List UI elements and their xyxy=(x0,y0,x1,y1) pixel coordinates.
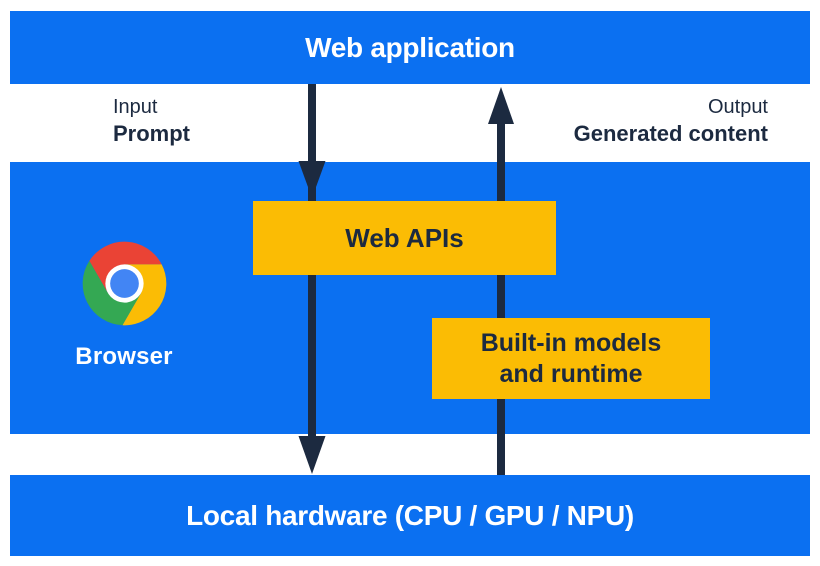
web-apis-label: Web APIs xyxy=(345,222,464,253)
browser-label: Browser xyxy=(75,343,173,370)
output-generated-label-group: Output Generated content xyxy=(574,95,768,147)
up-arrowhead xyxy=(488,87,514,124)
web-application-label: Web application xyxy=(305,31,515,63)
local-hardware-label: Local hardware (CPU / GPU / NPU) xyxy=(186,499,634,531)
builtin-models-line1: Built-in models xyxy=(480,328,662,357)
chrome-logo-icon xyxy=(82,241,166,326)
browser-block: Browser xyxy=(60,240,188,371)
web-application-bar: Web application xyxy=(10,11,810,84)
generated-content-label: Generated content xyxy=(573,121,768,146)
output-caption: Output xyxy=(707,96,768,118)
builtin-models-box: Built-in models and runtime xyxy=(432,318,710,399)
web-apis-box: Web APIs xyxy=(253,201,556,275)
builtin-models-line2: and runtime xyxy=(499,359,643,388)
chrome-logo-center xyxy=(109,269,139,298)
local-hardware-bar: Local hardware (CPU / GPU / NPU) xyxy=(10,475,810,556)
prompt-label: Prompt xyxy=(113,121,190,146)
builtin-models-label: Built-in models and runtime xyxy=(481,328,662,390)
input-prompt-label-group: Input Prompt xyxy=(113,95,190,147)
down-arrowhead-lower xyxy=(298,436,326,474)
input-caption: Input xyxy=(113,96,158,118)
